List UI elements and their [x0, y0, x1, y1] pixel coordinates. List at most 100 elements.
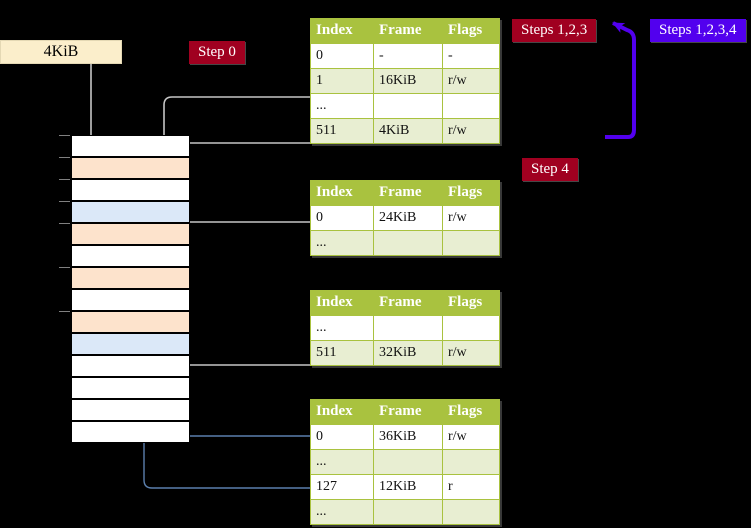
- memory-frame-row[interactable]: [71, 421, 190, 443]
- memory-frame-tick: [59, 157, 70, 158]
- cell-flags: [442, 449, 500, 475]
- memory-frame-row[interactable]: [71, 157, 190, 179]
- table-row[interactable]: 127 12KiB r: [310, 474, 500, 500]
- cell-index: 127: [310, 474, 374, 500]
- table-row[interactable]: ...: [310, 230, 500, 256]
- cell-index: ...: [310, 230, 374, 256]
- table-row[interactable]: ...: [310, 315, 500, 341]
- column-header-flags: Flags: [442, 290, 500, 316]
- memory-frame-tick: [59, 179, 70, 180]
- wire-pml4-row511: [178, 142, 310, 163]
- memory-frame-tick: [59, 311, 70, 312]
- badge-step-4: Step 4: [522, 158, 578, 181]
- cell-index: 0: [310, 205, 374, 231]
- cell-index: ...: [310, 449, 374, 475]
- table-header-row: Index Frame Flags: [310, 399, 500, 425]
- cell-index: 511: [310, 340, 374, 366]
- column-header-frame: Frame: [373, 399, 443, 425]
- cell-frame: [373, 93, 443, 119]
- cell-index: 1: [310, 68, 374, 94]
- table-row[interactable]: 0 36KiB r/w: [310, 424, 500, 450]
- column-header-index: Index: [310, 180, 374, 206]
- memory-frame-row[interactable]: [71, 135, 190, 157]
- cell-frame: [373, 499, 443, 525]
- cell-index: ...: [310, 93, 374, 119]
- cell-flags: r/w: [442, 424, 500, 450]
- offset-box-label: 4KiB: [43, 43, 79, 60]
- cell-flags: [442, 499, 500, 525]
- badge-step-0: Step 0: [189, 41, 245, 64]
- cell-index: 0: [310, 43, 374, 69]
- memory-frame-row[interactable]: [71, 245, 190, 267]
- memory-frame-row[interactable]: [71, 355, 190, 377]
- memory-frame-row[interactable]: [71, 333, 190, 355]
- cell-index: 511: [310, 118, 374, 144]
- cell-flags: r/w: [442, 340, 500, 366]
- cell-frame: 36KiB: [373, 424, 443, 450]
- cell-frame: [373, 315, 443, 341]
- cell-flags: r/w: [442, 205, 500, 231]
- cell-index: ...: [310, 499, 374, 525]
- memory-frame-row[interactable]: [71, 267, 190, 289]
- cell-frame: -: [373, 43, 443, 69]
- cell-flags: [442, 315, 500, 341]
- cell-index: ...: [310, 315, 374, 341]
- table-header-row: Index Frame Flags: [310, 180, 500, 206]
- column-header-index: Index: [310, 399, 374, 425]
- memory-frame-tick: [59, 135, 70, 136]
- offset-box: 4KiB: [0, 40, 122, 64]
- wire-steps-return: [605, 21, 636, 139]
- column-header-flags: Flags: [442, 180, 500, 206]
- table-row[interactable]: 511 32KiB r/w: [310, 340, 500, 366]
- pt-table: Index Frame Flags 0 36KiB r/w ... 127 12…: [310, 399, 500, 525]
- cell-frame: [373, 449, 443, 475]
- column-header-frame: Frame: [373, 180, 443, 206]
- table-row-highlighted[interactable]: 511 4KiB r/w: [310, 118, 500, 144]
- cell-flags: [442, 93, 500, 119]
- cell-frame: 32KiB: [373, 340, 443, 366]
- column-header-index: Index: [310, 18, 374, 44]
- cell-frame: [373, 230, 443, 256]
- memory-frame-row[interactable]: [71, 223, 190, 245]
- cell-frame: 24KiB: [373, 205, 443, 231]
- column-header-flags: Flags: [442, 399, 500, 425]
- memory-frame-row[interactable]: [71, 179, 190, 201]
- badge-step-4-label: Step 4: [531, 161, 569, 177]
- memory-frame-tick: [59, 201, 70, 202]
- memory-frame-row[interactable]: [71, 399, 190, 421]
- cell-flags: r: [442, 474, 500, 500]
- cell-index: 0: [310, 424, 374, 450]
- pml4-table: Index Frame Flags 0 - - 1 16KiB r/w ...: [310, 18, 500, 144]
- pdpt-table: Index Frame Flags 0 24KiB r/w ...: [310, 180, 500, 256]
- badge-step-0-label: Step 0: [198, 44, 236, 60]
- table-row[interactable]: 1 16KiB r/w: [310, 68, 500, 94]
- badge-steps-123: Steps 1,2,3: [512, 19, 597, 42]
- pd-table: Index Frame Flags ... 511 32KiB r/w: [310, 290, 500, 366]
- memory-frame-row[interactable]: [71, 201, 190, 223]
- cell-flags: r/w: [442, 118, 500, 144]
- column-header-frame: Frame: [373, 290, 443, 316]
- physical-memory-column: [59, 135, 190, 443]
- memory-frame-row[interactable]: [71, 377, 190, 399]
- table-row[interactable]: ...: [310, 499, 500, 525]
- column-header-frame: Frame: [373, 18, 443, 44]
- cell-flags: -: [442, 43, 500, 69]
- cell-flags: [442, 230, 500, 256]
- column-header-flags: Flags: [442, 18, 500, 44]
- table-row[interactable]: 0 24KiB r/w: [310, 205, 500, 231]
- table-row[interactable]: ...: [310, 449, 500, 475]
- table-row[interactable]: 0 - -: [310, 43, 500, 69]
- cell-frame: 12KiB: [373, 474, 443, 500]
- wire-pd-row511: [173, 310, 310, 366]
- wire-pdpt-row0: [178, 221, 310, 267]
- badge-steps-1234: Steps 1,2,3,4: [650, 19, 746, 42]
- table-row[interactable]: ...: [310, 93, 500, 119]
- cell-frame: 4KiB: [373, 118, 443, 144]
- badge-steps-123-label: Steps 1,2,3: [521, 22, 588, 38]
- memory-frame-row[interactable]: [71, 311, 190, 333]
- memory-frame-row[interactable]: [71, 289, 190, 311]
- table-header-row: Index Frame Flags: [310, 290, 500, 316]
- memory-frame-tick: [59, 223, 70, 224]
- badge-steps-1234-label: Steps 1,2,3,4: [659, 22, 737, 38]
